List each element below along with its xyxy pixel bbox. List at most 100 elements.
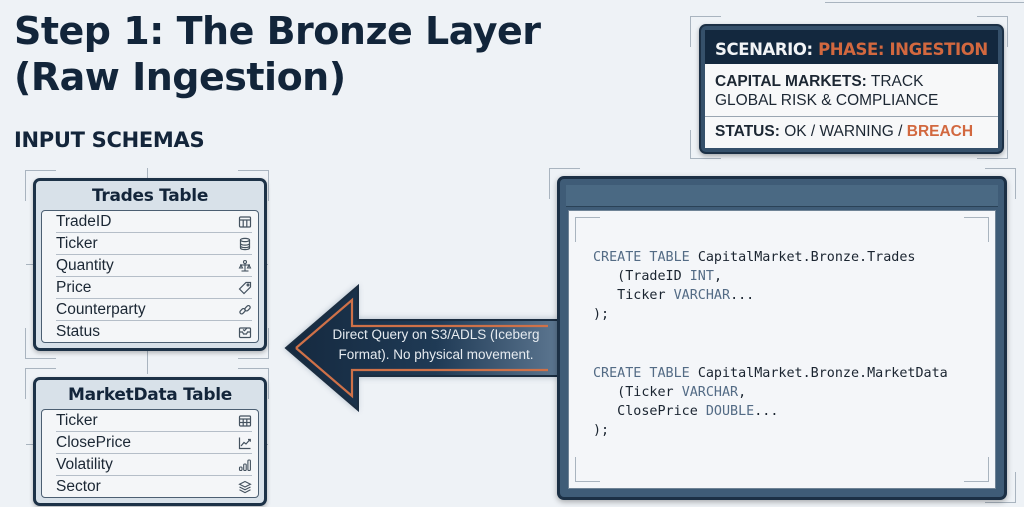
status-label: STATUS: [715,123,780,140]
column-def: Ticker [593,288,674,303]
field-row: Ticker [56,233,252,255]
sql-type: VARCHAR [673,288,731,303]
field-row: Sector [56,476,252,497]
direct-query-arrow: Direct Query on S3/ADLS (Iceberg Format)… [278,280,559,416]
price-tag-icon [238,281,252,295]
corner-guide [575,217,600,242]
field-row: TradeID [56,211,252,233]
punctuation: , [713,269,722,284]
sql-keyword: CREATE TABLE [593,366,698,381]
corner-guide [25,368,56,399]
table-grid-icon [238,414,252,428]
input-schemas-heading: INPUT SCHEMAS [14,128,205,152]
punctuation: ... [730,288,755,303]
center-tick [26,444,36,445]
page-title: Step 1: The Bronze Layer (Raw Ingestion) [14,8,541,100]
table-identifier: CapitalMarket.Bronze.Trades [697,250,916,265]
corner-guide [690,130,721,159]
scenario-phase: PHASE: INGESTION [818,40,988,59]
link-icon [238,303,252,317]
center-tick [147,168,148,178]
title-line-2: (Raw Ingestion) [14,55,346,99]
field-name: Ticker [56,411,98,429]
column-def: (Ticker [593,385,682,400]
field-name: Counterparty [56,300,146,318]
corner-guide [985,168,1016,199]
trades-field-list: TradeID Ticker Quantity Price Counterpar… [41,210,259,343]
sql-type: DOUBLE [705,404,755,419]
center-tick [147,350,148,374]
sql-type: VARCHAR [681,385,739,400]
marketdata-create-statement: CREATE TABLE CapitalMarket.Bronze.Market… [593,364,948,440]
status-values: OK / WARNING / [784,123,907,140]
left-arrow-icon [284,283,559,413]
field-name: Sector [56,477,101,495]
field-row: ClosePrice [56,432,252,454]
field-name: Status [56,322,100,340]
inbox-check-icon [238,325,252,339]
corner-guide [977,16,1008,47]
arrow-caption-line-2: Format). No physical movement. [338,347,534,362]
scale-icon [238,259,252,273]
corner-guide [25,170,56,201]
field-name: ClosePrice [56,433,131,451]
corner-guide [964,217,989,242]
field-row: Quantity [56,255,252,277]
field-name: TradeID [56,212,112,230]
field-name: Quantity [56,256,114,274]
table-identifier: CapitalMarket.Bronze.MarketData [697,366,948,381]
corner-guide [25,328,56,359]
corner-guide [549,168,580,199]
domain-label: CAPITAL MARKETS: [715,73,867,90]
corner-guide [690,16,721,47]
line-chart-icon [238,436,252,450]
marketdata-table-card: MarketData Table Ticker ClosePrice Volat… [33,377,267,506]
scenario-header: SCENARIO: PHASE: INGESTION [705,30,998,64]
center-tick [26,264,36,265]
sql-keyword: CREATE TABLE [593,250,698,265]
trades-create-statement: CREATE TABLE CapitalMarket.Bronze.Trades… [593,248,915,324]
corner-guide [238,368,269,399]
database-icon [238,237,252,251]
arrow-caption-line-1: Direct Query on S3/ADLS (Iceberg [332,327,540,342]
bar-chart-icon [238,458,252,472]
scenario-status: STATUS: OK / WARNING / BREACH [705,117,998,147]
marketdata-table-title: MarketData Table [68,385,232,405]
trades-table-card: Trades Table TradeID Ticker Quantity Pri… [33,178,267,351]
scenario-label: SCENARIO: [715,40,813,59]
column-def: ClosePrice [593,404,706,419]
statement-end: ); [593,423,610,438]
field-row: Counterparty [56,299,252,321]
title-line-1: Step 1: The Bronze Layer [14,9,541,53]
domain-text: TRACK GLOBAL RISK & COMPLIANCE [715,73,939,109]
top-edge-guide [825,0,1024,3]
corner-guide [575,457,600,482]
layers-icon [238,480,252,494]
field-name: Ticker [56,234,98,252]
statement-end: ); [593,307,610,322]
corner-guide [238,170,269,201]
table-grid-icon [238,215,252,229]
corner-guide [238,328,269,359]
code-editor: CREATE TABLE CapitalMarket.Bronze.Trades… [568,210,996,489]
scenario-panel: SCENARIO: PHASE: INGESTION CAPITAL MARKE… [699,24,1004,154]
sql-type: INT [689,269,714,284]
status-breach-badge: BREACH [906,123,974,140]
scenario-body: CAPITAL MARKETS: TRACK GLOBAL RISK & COM… [705,64,998,148]
field-name: Volatility [56,455,113,473]
trades-table-title: Trades Table [91,186,209,206]
field-row: Price [56,277,252,299]
column-def: (TradeID [593,269,690,284]
corner-guide [964,457,989,482]
punctuation: ... [754,404,779,419]
punctuation: , [738,385,747,400]
corner-guide [977,130,1008,159]
code-panel-titlebar [566,185,998,207]
scenario-domain: CAPITAL MARKETS: TRACK GLOBAL RISK & COM… [705,64,998,117]
sql-code-panel: CREATE TABLE CapitalMarket.Bronze.Trades… [557,176,1007,500]
field-row: Ticker [56,410,252,432]
field-name: Price [56,278,92,296]
marketdata-field-list: Ticker ClosePrice Volatility Sector [41,409,259,498]
field-row: Volatility [56,454,252,476]
arrow-caption: Direct Query on S3/ADLS (Iceberg Format)… [316,325,556,365]
